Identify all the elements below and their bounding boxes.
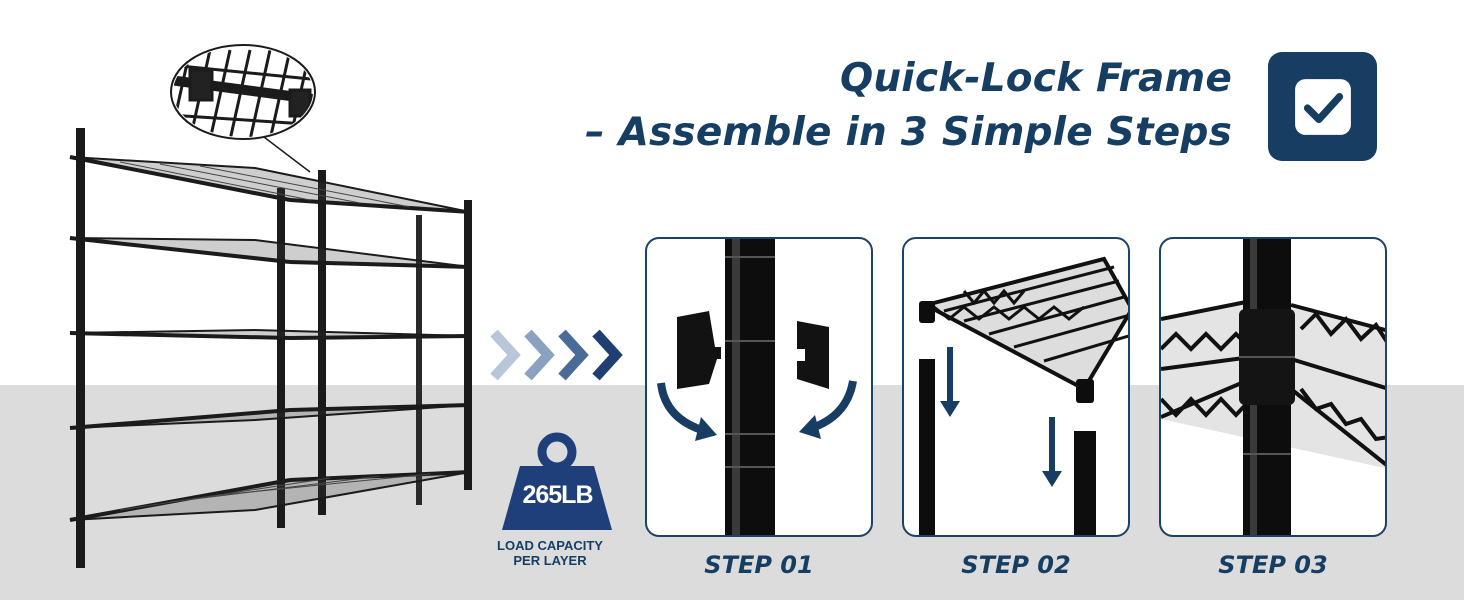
step-03-label: STEP 03 (1218, 551, 1328, 579)
step-02-card (902, 237, 1130, 537)
headline-line-2: – Assemble in 3 Simple Steps (585, 110, 1232, 155)
load-capacity-label: LOAD CAPACITY PER LAYER (497, 538, 603, 568)
weight-icon: 265LB (490, 428, 625, 578)
headline: Quick-Lock Frame – Assemble in 3 Simple … (585, 52, 1232, 160)
headline-line-1: Quick-Lock Frame (839, 56, 1232, 101)
chevron-right-icon (490, 329, 623, 381)
step-02-label: STEP 02 (961, 551, 1071, 579)
step-02-illustration (919, 256, 1128, 535)
step-01-card (645, 237, 873, 537)
check-badge (1268, 52, 1377, 161)
wire-shelf-illustration (69, 44, 472, 568)
step-01-illustration (657, 239, 857, 535)
weight-value: 265LB (522, 481, 593, 509)
checkmark-icon (1294, 78, 1351, 135)
step-01-label: STEP 01 (704, 551, 814, 579)
step-03-illustration (1161, 239, 1385, 535)
step-03-card (1159, 237, 1387, 537)
